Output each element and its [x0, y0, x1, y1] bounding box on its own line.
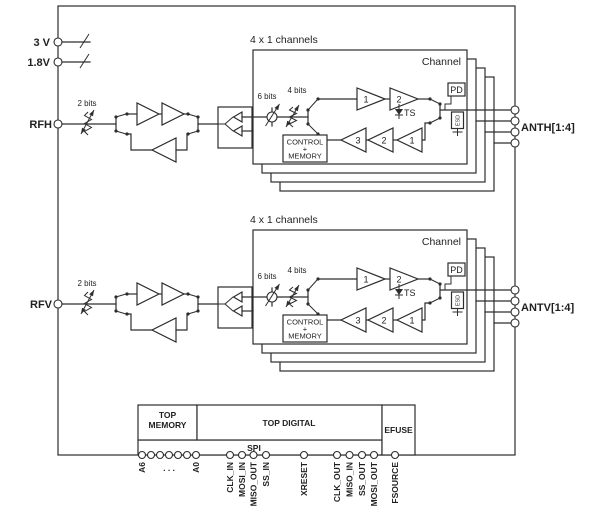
phase-bits-label: 6 bits	[257, 272, 276, 281]
pin-label-mosi-in: MOSI_IN	[237, 462, 247, 497]
atten-bits-label: 4 bits	[287, 86, 306, 95]
efuse-label: EFUSE	[384, 425, 413, 435]
phase-bits-label: 6 bits	[257, 92, 276, 101]
temp-sensor-label: TS	[404, 288, 416, 298]
pin-label-ss-out: SS_OUT	[357, 461, 367, 496]
plus-label: +	[303, 325, 308, 334]
pin-label-ss-in: SS_IN	[261, 462, 271, 487]
rfh-section: RFH 2 bits 4 x 1 channels Channel 6 bits…	[29, 34, 575, 192]
antenna-output-label: ANTV[1:4]	[521, 302, 575, 314]
bottom-pins: A6 . . . A0 CLK_IN MOSI_IN MISO_OUT SS_I…	[137, 450, 400, 506]
tx-amp2-label: 2	[396, 275, 401, 285]
rf-input-label: RFV	[30, 299, 53, 311]
rx-amp1-label: 1	[409, 316, 414, 326]
bus-slash-icon	[79, 33, 90, 49]
tx-amp1-label: 1	[363, 95, 368, 105]
pin-label-a6: A6	[137, 462, 147, 473]
esd-label: ESD	[456, 295, 462, 306]
power-pin-1v8: 1.8V	[27, 53, 91, 69]
top-digital-box	[196, 404, 383, 441]
pin-a5-icon	[146, 450, 156, 460]
top-digital-label: TOP DIGITAL	[263, 418, 316, 428]
power-detector-label: PD	[450, 85, 463, 95]
pin-label-xreset: XRESET	[299, 461, 309, 496]
pin-a0-icon	[191, 450, 201, 460]
channel-label: Channel	[422, 236, 461, 248]
temp-sensor-label: TS	[404, 108, 416, 118]
pin-clk-out-icon	[332, 450, 342, 460]
power-1v8-label: 1.8V	[27, 57, 50, 69]
tx-amp2-label: 2	[396, 95, 401, 105]
pin-mosi-out-icon	[369, 450, 379, 460]
input-attenuator-bits-label: 2 bits	[77, 99, 96, 108]
channels-title: 4 x 1 channels	[250, 34, 318, 46]
power-pin-3v: 3 V	[33, 33, 91, 49]
rx-amp3-label: 3	[355, 136, 360, 146]
pin-ss-out-icon	[357, 450, 367, 460]
top-memory-label-line1: TOP	[159, 410, 177, 420]
top-memory-label-line2: MEMORY	[149, 420, 187, 430]
pin-miso-in-icon	[345, 450, 354, 460]
spi-label: SPI	[247, 443, 261, 453]
power-pin-icon	[53, 37, 63, 47]
bus-slash-icon	[79, 53, 90, 69]
pin-label-miso-out: MISO_OUT	[249, 461, 259, 506]
pin-miso-out-icon	[249, 450, 258, 460]
pin-label-a0: A0	[191, 462, 201, 473]
plus-label: +	[303, 145, 308, 154]
pin-label-miso-in: MISO_IN	[345, 462, 355, 497]
rx-amp2-label: 2	[381, 136, 386, 146]
pin-xreset-icon	[299, 450, 309, 460]
memory-label: MEMORY	[288, 152, 322, 161]
pin-mosi-in-icon	[237, 450, 247, 460]
pin-label-mosi-out: MOSI_OUT	[369, 461, 379, 506]
pin-label-fsource: FSOURCE	[390, 462, 400, 504]
control-label: CONTROL	[287, 138, 324, 147]
channel-label: Channel	[422, 56, 461, 68]
pin-ss-in-icon	[261, 450, 271, 460]
input-attenuator-bits-label: 2 bits	[77, 279, 96, 288]
pin-a6-icon	[137, 450, 147, 460]
bottom-blocks: TOP MEMORY TOP DIGITAL SPI EFUSE	[137, 404, 416, 456]
power-pin-icon	[53, 57, 63, 67]
pin-label-clk-out: CLK_OUT	[332, 461, 342, 502]
rfv-section: RFV 2 bits 4 x 1 channels Channel 6 bits…	[30, 214, 575, 372]
antenna-output-label: ANTH[1:4]	[521, 122, 575, 134]
pin-a1-icon	[182, 450, 192, 460]
tx-amp1-label: 1	[363, 275, 368, 285]
power-detector-label: PD	[450, 265, 463, 275]
pin-label-ellipsis: . . .	[163, 463, 175, 473]
control-label: CONTROL	[287, 318, 324, 327]
rf-input-label: RFH	[29, 119, 52, 131]
pin-a3-icon	[164, 450, 174, 460]
pin-a2-icon	[173, 450, 183, 460]
pin-label-clk-in: CLK_IN	[225, 462, 235, 493]
rx-amp2-label: 2	[381, 316, 386, 326]
atten-bits-label: 4 bits	[287, 266, 306, 275]
channels-title: 4 x 1 channels	[250, 214, 318, 226]
memory-label: MEMORY	[288, 332, 322, 341]
pin-a4-icon	[155, 450, 165, 460]
power-3v-label: 3 V	[33, 37, 50, 49]
pin-fsource-icon	[390, 450, 400, 460]
rx-amp1-label: 1	[409, 136, 414, 146]
esd-label: ESD	[456, 115, 462, 126]
rx-amp3-label: 3	[355, 316, 360, 326]
pin-clk-in-icon	[225, 450, 235, 460]
